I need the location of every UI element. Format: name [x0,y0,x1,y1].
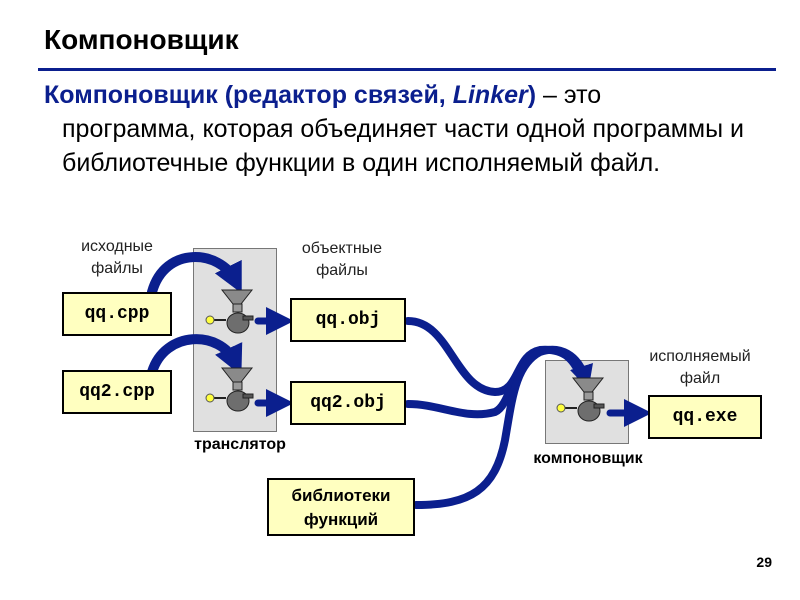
label-translator: транслятор [194,436,286,453]
file-qq-exe: qq.exe [648,395,762,439]
file-qq-cpp: qq.cpp [62,292,172,336]
arrow-src2-translator [147,334,243,377]
label-source-files: исходные файлы [81,238,153,277]
slide-title: Компоновщик [44,24,239,55]
grinder-icon [556,377,605,422]
library-functions-box: библиотеки функций [267,478,415,536]
file-qq-obj: qq.obj [290,298,406,342]
definition-dash: – это [536,81,602,109]
title-divider [38,68,776,71]
definition-text: Компоновщик (редактор связей, Linker) – … [44,78,744,180]
arrow-src1-translator [147,252,242,297]
definition-body: программа, которая объединяет части одно… [62,115,744,177]
grinder-icon [205,289,254,334]
label-linker: компоновщик [533,450,643,467]
arrow-lib-linker [412,345,593,509]
label-executable-file: исполняемый файл [649,348,751,387]
grinder-icon [205,367,254,412]
arrow-obj1-linker [404,317,586,397]
label-object-files: объектные файлы [301,240,383,279]
definition-term: Компоновщик (редактор связей, Linker) [44,81,537,109]
page-number: 29 [756,554,772,570]
file-qq2-obj: qq2.obj [290,381,406,425]
file-qq2-cpp: qq2.cpp [62,370,172,414]
